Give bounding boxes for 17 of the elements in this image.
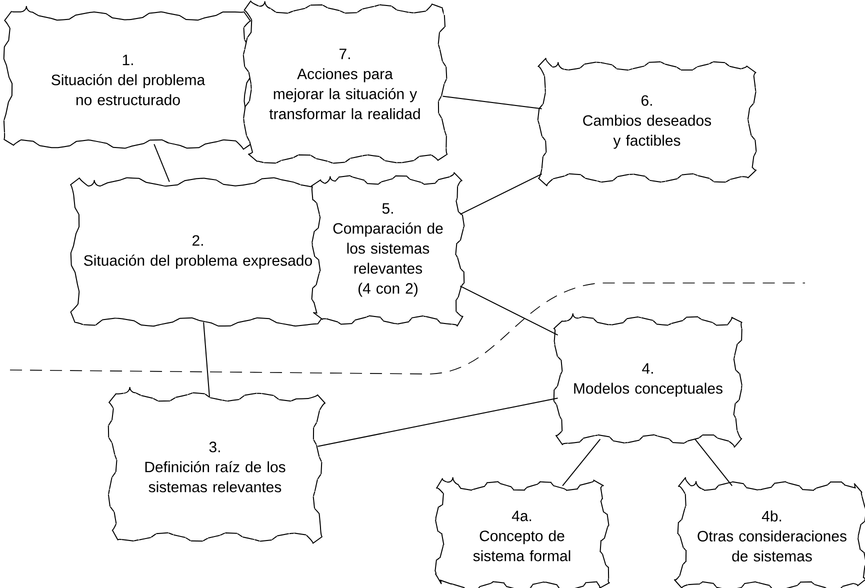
connector-line: [442, 96, 542, 110]
cloud-box: 4b. Otras consideraciones de sistemas: [674, 476, 865, 588]
connector-line: [203, 322, 210, 398]
cloud-box: 3. Definición raíz de los sistemas relevantes: [108, 386, 326, 544]
connector-line: [317, 398, 558, 447]
connector-line: [460, 286, 558, 336]
cloud-box: 2. Situación del problema expresado: [70, 177, 326, 327]
cloud-box: 5. Comparación de los sistemas relevantes (4 con 2): [310, 172, 465, 327]
cloud-box: 7. Acciones para mejorar la situación y transformar la realidad: [242, 0, 448, 164]
cloud-box: 4a. Concepto de sistema formal: [434, 476, 610, 588]
connector-line: [460, 173, 542, 215]
cloud-box: 6. Cambios deseados y factibles: [537, 58, 757, 187]
cloud-box: 1. Situación del problema no estructurado: [3, 6, 254, 150]
connector-line: [694, 438, 733, 486]
cloud-box: 4. Modelos conceptuales: [553, 312, 743, 448]
connector-line: [154, 144, 170, 182]
connector-line: [562, 438, 601, 486]
